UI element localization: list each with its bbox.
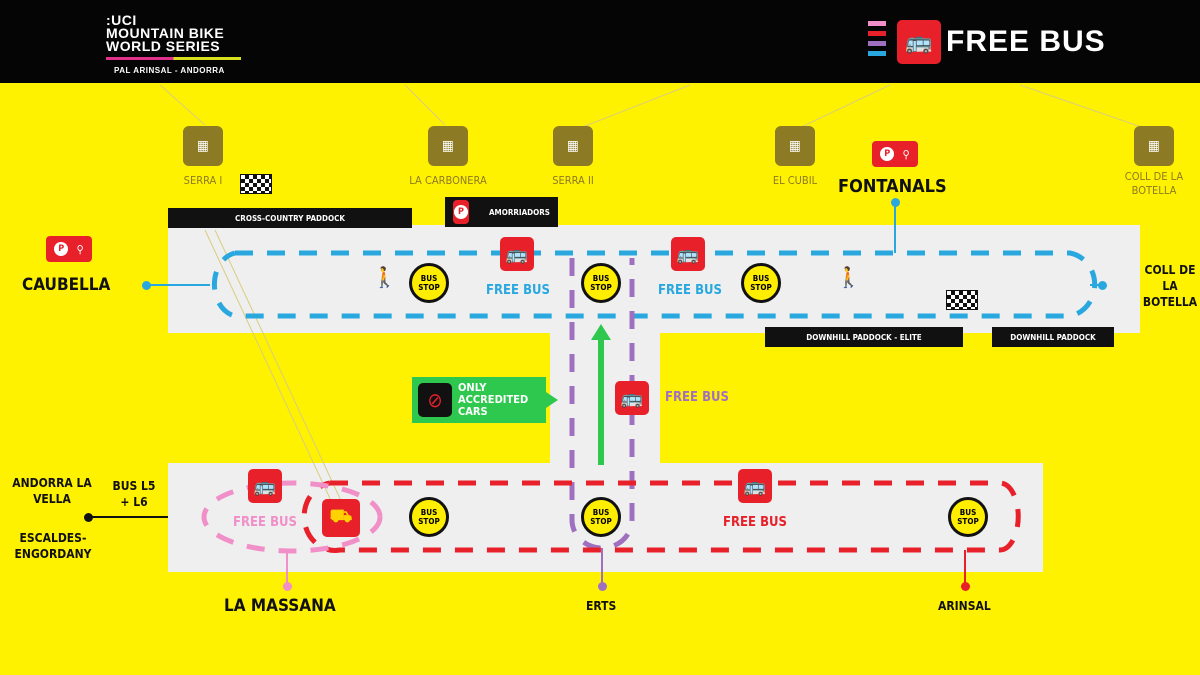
- free-bus-label: FREE BUS: [723, 515, 787, 530]
- gondola-icon: ⛟: [322, 499, 360, 537]
- place-coll: COLL DE LA BOTELLA: [1142, 263, 1198, 309]
- bus-stop: BUS STOP: [948, 497, 988, 537]
- venue-label: SERRA II: [552, 174, 594, 187]
- venue-label: LA CARBONERA: [409, 174, 487, 187]
- bus-stop: BUS STOP: [581, 497, 621, 537]
- accredited-arrow: [546, 392, 558, 408]
- bus-icon: 🚌: [671, 237, 705, 271]
- accredited-cars-sign: ⊘ ONLY ACCREDITED CARS: [412, 377, 546, 423]
- free-bus-label: FREE BUS: [658, 283, 722, 298]
- grandstand-icon: ▦: [1134, 126, 1174, 166]
- pink-route: [201, 480, 383, 554]
- grandstand-icon: ▦: [183, 126, 223, 166]
- bus-stop: BUS STOP: [741, 263, 781, 303]
- venue-label: SERRA I: [183, 174, 223, 187]
- andorra-dot: [84, 513, 93, 522]
- bus-icon: 🚌: [500, 237, 534, 271]
- bus-icon: 🚌: [738, 469, 772, 503]
- place-la-massana: LA MASSANA: [224, 596, 336, 616]
- grandstand-icon: ▦: [553, 126, 593, 166]
- header: [0, 0, 1200, 83]
- purple-route: [569, 258, 635, 551]
- pedestrian-icon: 🚶: [372, 265, 397, 289]
- free-bus-label: FREE BUS: [233, 515, 297, 530]
- free-bus-title: FREE BUS: [946, 25, 1106, 58]
- bus-icon: 🚌: [615, 381, 649, 415]
- bus-lines: BUS L5 + L6: [112, 479, 156, 509]
- bus-stop: BUS STOP: [409, 263, 449, 303]
- bus-stop: BUS STOP: [581, 263, 621, 303]
- upper-road: [168, 225, 1140, 333]
- checkered-flag-icon: [946, 290, 978, 310]
- parking-bike-icon: P⚲: [872, 141, 918, 167]
- checkered-flag-icon: [240, 174, 272, 194]
- place-andorra: ANDORRA LA VELLA: [12, 476, 92, 506]
- arinsal-dot: [961, 582, 970, 591]
- place-arinsal: ARINSAL: [938, 599, 991, 613]
- place-escaldes: ESCALDES-ENGORDANY: [14, 531, 92, 561]
- red-route: [301, 480, 1021, 553]
- no-car-icon: ⊘: [418, 383, 452, 417]
- fontanals-dot: [891, 198, 900, 207]
- bus-stop: BUS STOP: [409, 497, 449, 537]
- grandstand-icon: ▦: [428, 126, 468, 166]
- xc-paddock-label: CROSS-COUNTRY PADDOCK: [168, 208, 412, 228]
- coll-dot: [1098, 281, 1107, 290]
- place-fontanals: FONTANALS: [838, 176, 947, 197]
- parking-bike-icon: P⚲: [46, 236, 92, 262]
- gondola-cables: [159, 84, 1151, 521]
- free-bus-label: FREE BUS: [486, 283, 550, 298]
- grandstand-icon: ▦: [775, 126, 815, 166]
- bus-icon: 🚌: [897, 20, 941, 64]
- route-color-legend: [868, 21, 886, 61]
- free-bus-label: FREE BUS: [665, 390, 729, 405]
- venue-label: EL CUBIL: [772, 174, 818, 187]
- erts-dot: [598, 582, 607, 591]
- green-arrow: [591, 324, 611, 340]
- place-erts: ERTS: [586, 599, 617, 613]
- parking-icon: P: [453, 200, 469, 224]
- dh-paddock-label: DOWNHILL PADDOCK: [992, 327, 1114, 347]
- venue-label: COLL DE LA BOTELLA: [1124, 170, 1184, 197]
- massana-dot: [283, 582, 292, 591]
- place-caubella: CAUBELLA: [22, 275, 111, 295]
- pedestrian-icon: 🚶: [836, 265, 861, 289]
- caubella-dot: [142, 281, 151, 290]
- dh-elite-paddock-label: DOWNHILL PADDOCK - ELITE: [765, 327, 963, 347]
- bus-icon: 🚌: [248, 469, 282, 503]
